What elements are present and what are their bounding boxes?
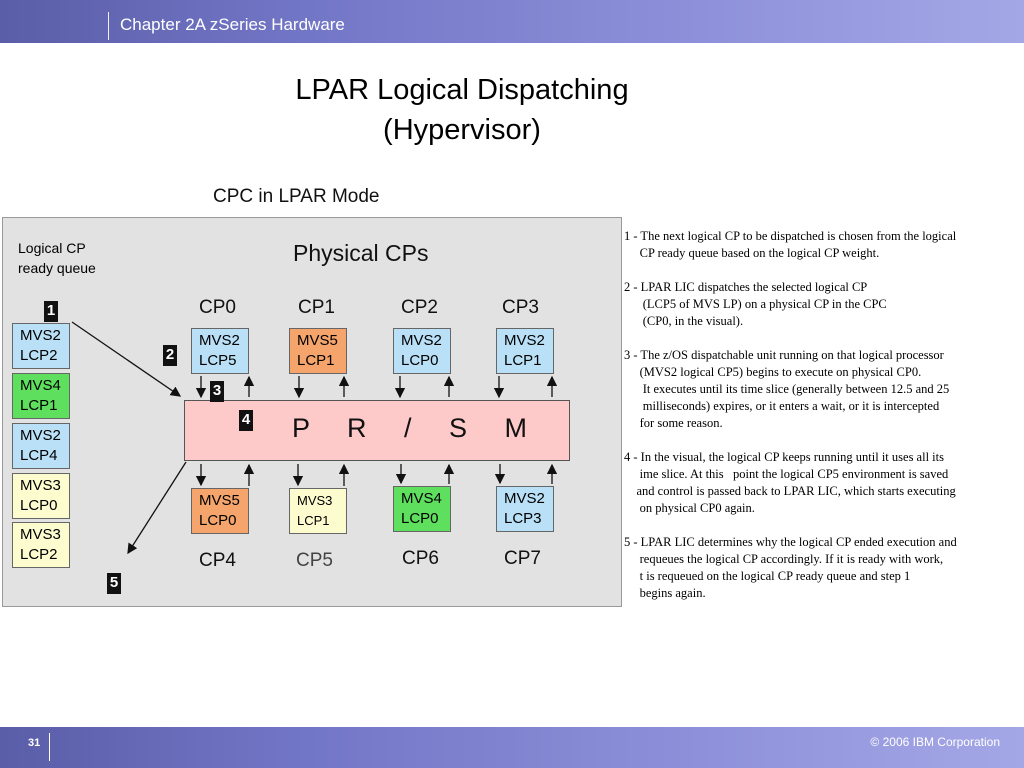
- slide-title-line2: (Hypervisor): [383, 114, 541, 146]
- ready-queue-label-line1: Logical CP: [18, 240, 86, 256]
- arrow-dispatch: [71, 321, 182, 397]
- slide-title-line1: LPAR Logical Dispatching: [295, 74, 629, 106]
- step-description: 3 - The z/OS dispatchable unit running o…: [624, 348, 950, 430]
- step-number-3: 3: [210, 381, 224, 402]
- cp-label: CP5: [296, 550, 333, 571]
- step-description: 4 - In the visual, the logical CP keeps …: [624, 450, 956, 515]
- step-description: 2 - LPAR LIC dispatches the selected log…: [624, 280, 887, 328]
- diagram-title: CPC in LPAR Mode: [213, 186, 380, 207]
- cp-label: CP7: [504, 548, 541, 569]
- top-arrows: [195, 375, 558, 399]
- page-number: 31: [28, 737, 41, 749]
- step-number-5: 5: [107, 573, 121, 594]
- header-divider: [108, 12, 109, 40]
- cp-label: CP2: [401, 297, 438, 318]
- cp-label: CP4: [199, 550, 236, 571]
- step-number-4: 4: [239, 410, 253, 431]
- cp-label: CP1: [298, 297, 335, 318]
- step-description: 1 - The next logical CP to be dispatched…: [624, 229, 957, 260]
- physical-cps-label: Physical CPs: [293, 240, 429, 266]
- step-number-2: 2: [163, 345, 177, 366]
- ready-queue-label-line2: ready queue: [18, 260, 96, 276]
- slide-title: LPAR Logical Dispatching (Hypervisor): [200, 70, 724, 150]
- bottom-arrows: [195, 463, 558, 487]
- step-number-1: 1: [44, 301, 58, 322]
- step-description: 5 - LPAR LIC determines why the logical …: [624, 535, 957, 600]
- ready-queue-label: Logical CP ready queue: [18, 238, 96, 278]
- header-bar: Chapter 2A zSeries Hardware: [0, 0, 1024, 43]
- prsm-label: P R / S M: [292, 413, 543, 443]
- chapter-title: Chapter 2A zSeries Hardware: [120, 15, 345, 34]
- cp-label: CP0: [199, 297, 236, 318]
- step-descriptions: 1 - The next logical CP to be dispatched…: [624, 228, 1020, 619]
- copyright: © 2006 IBM Corporation: [870, 735, 1000, 749]
- footer-bar: 31 © 2006 IBM Corporation: [0, 727, 1024, 768]
- cp-label: CP3: [502, 297, 539, 318]
- cp-label: CP6: [402, 548, 439, 569]
- footer-divider: [49, 733, 50, 761]
- arrow-requeue: [127, 461, 187, 555]
